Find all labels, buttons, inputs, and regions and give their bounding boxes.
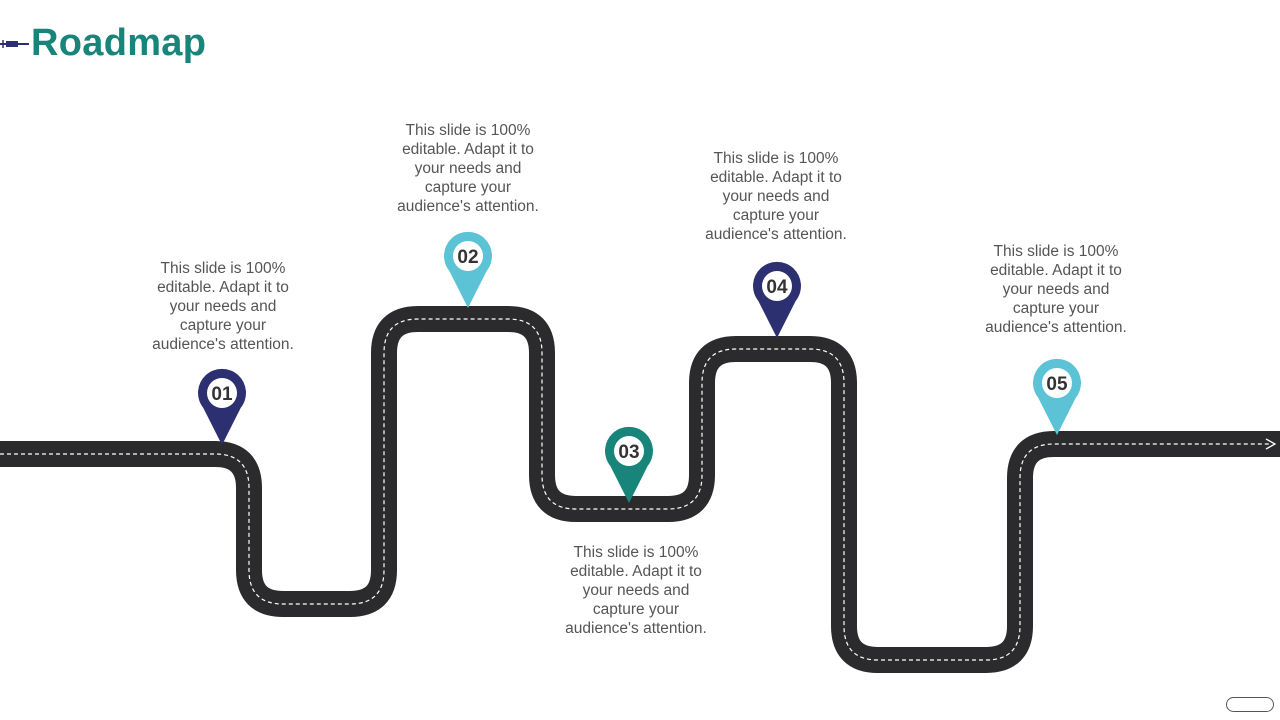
pen-line-icon — [0, 40, 29, 48]
milestone-pin-05: 05 — [1033, 358, 1081, 435]
milestone-05-text: This slide is 100% editable. Adapt it to… — [985, 243, 1127, 336]
milestone-pins: 01 02 03 04 05 — [198, 231, 1081, 503]
road-center-dash — [0, 318, 1270, 661]
milestone-02-text: This slide is 100% editable. Adapt it to… — [397, 122, 539, 215]
pin-inner-circle — [1042, 368, 1072, 398]
pin-inner-circle — [762, 271, 792, 301]
milestone-01-text: This slide is 100% editable. Adapt it to… — [152, 260, 294, 353]
pin-inner-circle — [614, 436, 644, 466]
page-title: Roadmap — [31, 22, 207, 64]
milestone-number: 02 — [457, 247, 478, 268]
pin-inner-circle — [453, 241, 483, 271]
milestone-03-text: This slide is 100% editable. Adapt it to… — [565, 544, 707, 637]
milestone-number: 03 — [618, 442, 639, 463]
arrow-right-icon — [1265, 438, 1277, 450]
milestone-pin-04: 04 — [753, 261, 801, 338]
milestone-number: 05 — [1046, 374, 1068, 395]
milestone-number: 04 — [766, 277, 788, 298]
pin-inner-circle — [207, 378, 237, 408]
milestone-pin-02: 02 — [443, 231, 492, 308]
milestone-pin-01: 01 — [198, 368, 246, 445]
pill-icon — [1226, 697, 1274, 712]
milestone-pin-03: 03 — [605, 426, 654, 503]
milestone-04-text: This slide is 100% editable. Adapt it to… — [705, 150, 847, 243]
milestone-number: 01 — [211, 384, 233, 405]
